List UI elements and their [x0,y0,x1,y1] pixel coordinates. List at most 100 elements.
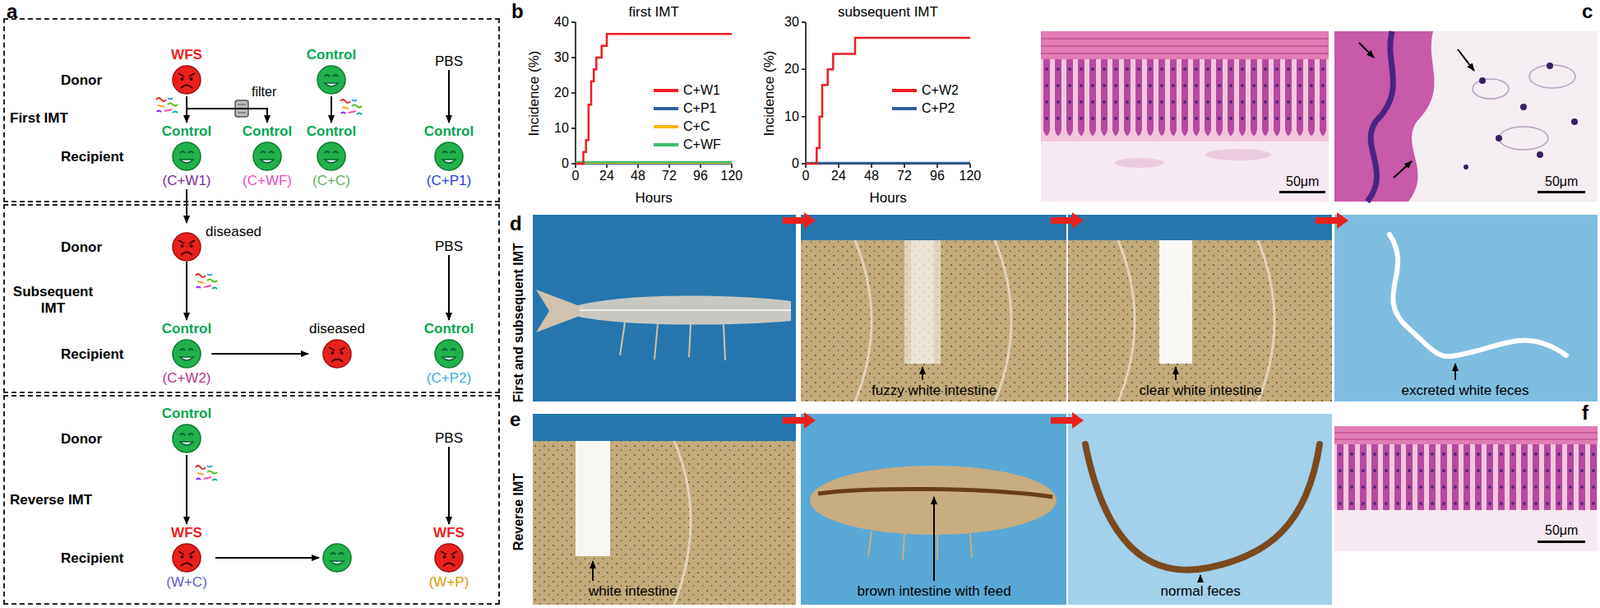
face-brows [328,346,346,351]
healthy-face [434,141,464,172]
legend-swatch [653,124,679,129]
chart-curves [575,33,732,164]
sick-face [434,542,464,573]
histology-image [1529,64,1576,88]
face-eyes [180,433,194,435]
shrimp-photo [1068,214,1332,402]
donor-face: diseased [171,223,262,262]
panel-letter: e [509,407,521,431]
source-label: PBS [434,238,463,255]
histology-image [1334,443,1598,510]
histology-image [1334,31,1598,202]
shrimp-photo [818,488,1053,497]
histology-image [1040,31,1329,60]
face-eye [452,554,456,559]
scale-bar [1537,190,1586,194]
face-brows [178,240,195,244]
axis-tick: 120 [721,167,744,185]
face-eye [189,554,194,559]
chart-axes [571,22,576,164]
axis-tick: 10 [784,108,800,125]
flow-arrow [448,69,450,123]
source-label: PBS [434,430,463,447]
row-title: First and subsequent IMT [510,242,528,403]
face-label: WFS [433,524,465,542]
histology-image [1546,62,1554,70]
face-eyes [260,151,274,153]
face-label: Control [306,46,357,64]
bacteria-icons [156,97,178,113]
shrimp-photo [1068,214,1332,402]
leader-arrow [933,496,935,581]
leader-arrow [591,560,594,581]
histology-image [1040,38,1329,54]
shrimp-photo [1159,240,1193,364]
axis-tick: 30 [784,13,800,31]
row-label: Donor [60,430,102,448]
pbs-source: PBS [434,238,463,255]
histology-image [1536,151,1544,158]
face-label: Control [161,405,212,422]
chart-curves [805,37,971,164]
axis-title: Incidence (%) [525,50,543,136]
photo-caption: normal feces [1160,582,1241,600]
shrimp-photo [619,322,726,361]
face-eye [331,351,335,355]
face-disc [317,142,346,171]
axis-tick: 0 [572,167,580,185]
face-disc [172,424,201,453]
photo-caption: fuzzy white intestine [871,381,997,399]
scale-label: 50μm [1285,173,1319,190]
axis-tick: 0 [561,155,569,172]
face-eyes [180,348,194,351]
dashed-panel: Reverse IMTControlPBSWFS(W+C)WFS(W+P) [3,394,500,605]
shrimp-photo [904,240,941,364]
panel-title: First IMT [9,110,69,127]
legend-text: C+W2 [921,82,959,99]
panel-letter: d [509,212,523,236]
flow-arrow [185,189,188,223]
dashed-panel: First IMTWFSControlPBSControl(C+W1)Contr… [3,18,500,203]
bacteria-icons [340,99,362,115]
leader-arrow [592,363,1456,581]
recipient-face: WFS(W+C) [166,524,208,591]
face-mouth [180,441,194,445]
axis-title: Incidence (%) [760,50,778,136]
shrimp-photo [800,240,1067,402]
healthy-face [323,543,352,572]
row-label: Recipient [60,147,125,166]
bacteria-icons [195,273,218,289]
shrimp-photo [868,531,972,560]
scale-bar [1537,540,1586,543]
group-label: (C+P1) [426,172,472,190]
axis-tick: 48 [630,167,646,185]
flow-arrow [186,96,268,123]
face-mouth [180,356,194,361]
chart-curves [575,33,971,164]
legend-text: C+WF [683,136,722,153]
histology-image [1359,42,1475,178]
shrimp-photo [532,440,796,605]
shrimp-photo [855,240,1012,402]
face-eye [180,77,185,81]
face-label: Control [242,123,292,140]
face-eyes [180,151,194,153]
histology-image [1334,425,1598,444]
shrimp-photo [910,240,935,364]
healthy-face [330,552,344,555]
face-disc [172,142,201,171]
axis-title: Hours [635,189,673,207]
flow-arrow [448,446,450,524]
face-label: Control [424,123,474,140]
legend-swatch [892,88,917,93]
axis-tick: 96 [929,167,945,185]
bacteria-icons [156,97,362,481]
face-eyes [324,74,338,77]
shrimp-photo [532,413,796,605]
panel-title: Subsequent IMT [9,283,97,317]
shrimp-photo [575,295,791,325]
histology-image [1334,432,1598,440]
axis-tick: 20 [554,84,569,102]
axis-tick: 20 [784,60,800,78]
